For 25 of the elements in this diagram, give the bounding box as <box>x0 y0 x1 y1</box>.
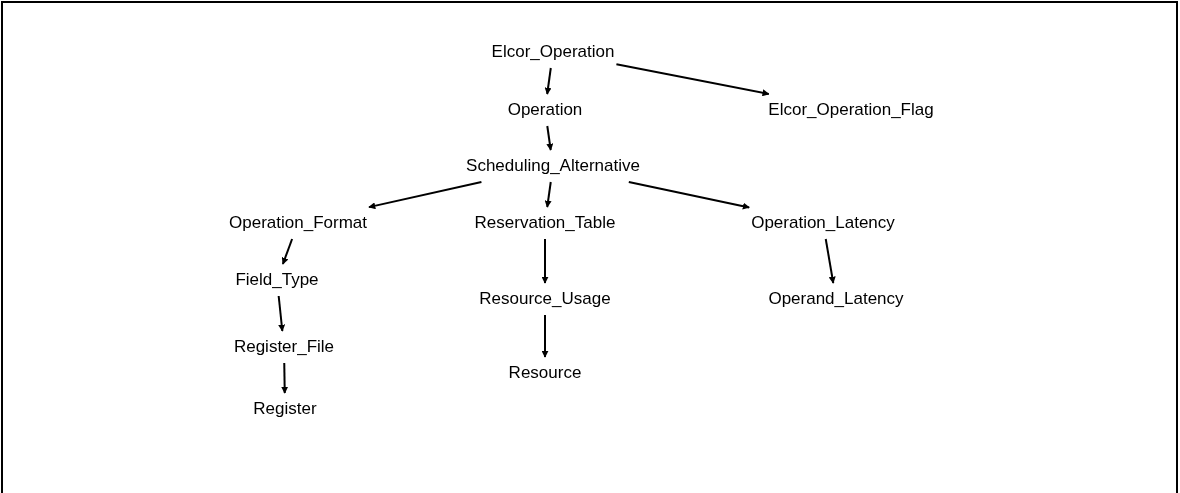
arrow <box>824 238 836 284</box>
arrow <box>544 181 552 208</box>
arrow <box>277 295 286 332</box>
node-label: Register_File <box>233 337 335 356</box>
arrow <box>615 63 770 97</box>
node-label: Operation <box>507 100 583 119</box>
node-label: Scheduling_Alternative <box>466 156 640 175</box>
node-label: Operation_Latency <box>751 213 895 232</box>
node-label: Operation_Format <box>229 213 367 232</box>
arrow <box>544 67 552 95</box>
arrow <box>281 238 294 265</box>
node-label: Field_Type <box>235 270 319 289</box>
node-label: Elcor_Operation <box>491 42 615 61</box>
arrow <box>541 238 549 284</box>
node-label: Resource <box>508 363 582 382</box>
node-label: Resource_Usage <box>479 289 611 308</box>
arrow <box>281 362 289 394</box>
arrow <box>627 181 751 210</box>
node-label: Reservation_Table <box>474 213 616 232</box>
arrow <box>368 181 483 210</box>
node-label: Elcor_Operation_Flag <box>768 100 934 119</box>
node-label: Register <box>253 399 317 418</box>
arrow <box>546 125 554 151</box>
node-label: Operand_Latency <box>768 289 904 308</box>
arrow <box>541 314 549 358</box>
